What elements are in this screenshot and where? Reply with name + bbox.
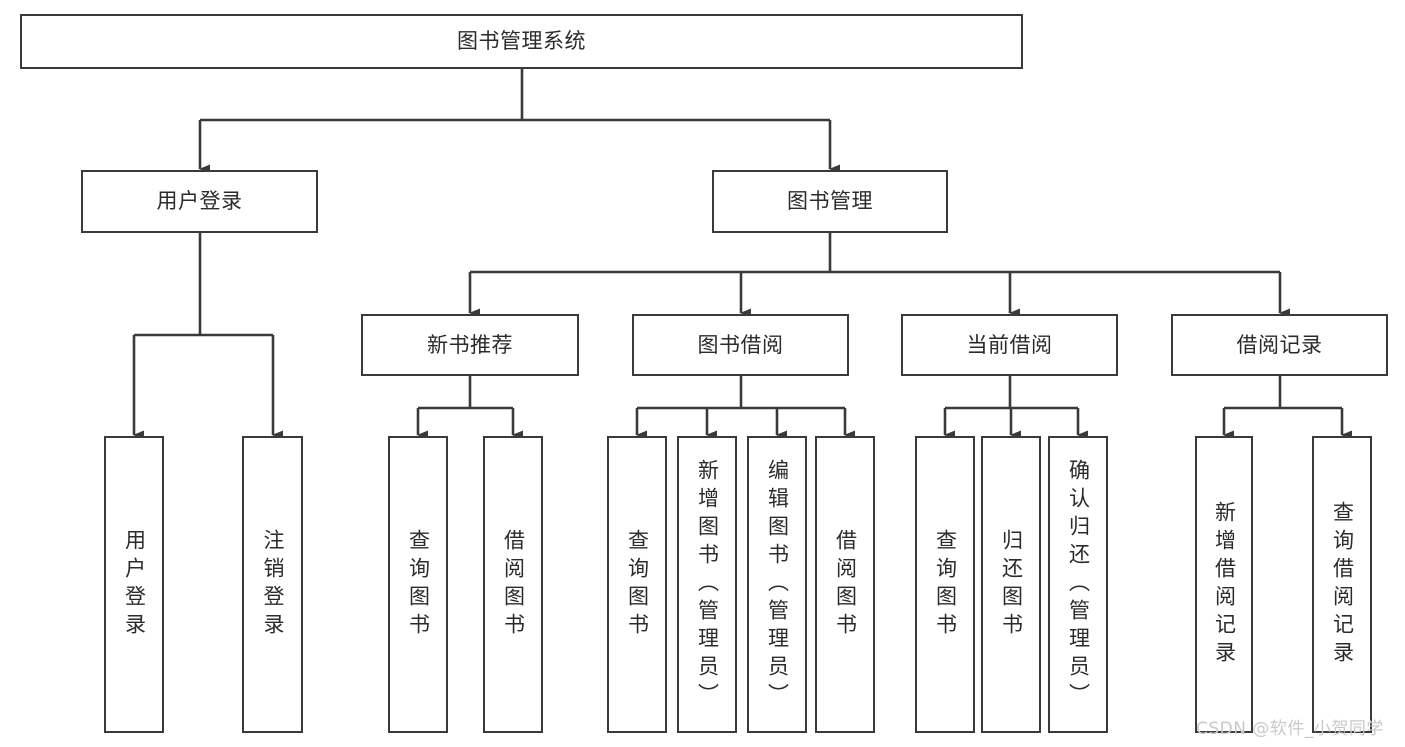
- node-bookmgmt[interactable]: 图书管理: [712, 170, 948, 233]
- node-leaf-bw-edit[interactable]: 编辑图书（管理员）: [747, 436, 807, 733]
- node-label: 当前借阅: [966, 332, 1053, 357]
- node-label: 查询图书: [933, 528, 958, 641]
- node-label: 注销登录: [261, 528, 285, 641]
- node-label: 确认归还（管理员）: [1066, 458, 1091, 711]
- node-label: 借阅图书: [501, 528, 526, 641]
- node-leaf-rec-query[interactable]: 查询借阅记录: [1312, 436, 1372, 733]
- node-borrow[interactable]: 图书借阅: [632, 314, 849, 376]
- node-leaf-bw-borrow[interactable]: 借阅图书: [815, 436, 875, 733]
- node-leaf-user-login[interactable]: 用户登录: [104, 436, 164, 733]
- node-label: 归还图书: [999, 528, 1024, 641]
- node-leaf-cur-confirm[interactable]: 确认归还（管理员）: [1048, 436, 1108, 733]
- node-leaf-logout[interactable]: 注销登录: [242, 436, 303, 733]
- node-label: 用户登录: [122, 528, 147, 641]
- node-label: 图书借阅: [697, 332, 784, 357]
- node-leaf-cur-return[interactable]: 归还图书: [981, 436, 1041, 733]
- node-label: 图书管理: [787, 189, 873, 214]
- node-label: 借阅记录: [1236, 332, 1323, 357]
- node-label: 新增借阅记录: [1212, 500, 1237, 669]
- node-leaf-nb-query[interactable]: 查询图书: [388, 436, 448, 733]
- node-label: 借阅图书: [833, 528, 858, 641]
- node-record[interactable]: 借阅记录: [1171, 314, 1388, 376]
- node-root[interactable]: 图书管理系统: [20, 14, 1023, 69]
- node-label: 编辑图书（管理员）: [765, 458, 790, 711]
- node-label: 用户登录: [156, 189, 243, 214]
- node-leaf-nb-borrow[interactable]: 借阅图书: [483, 436, 543, 733]
- node-label: 查询图书: [406, 528, 431, 641]
- node-label: 查询借阅记录: [1330, 500, 1355, 669]
- node-leaf-rec-add[interactable]: 新增借阅记录: [1195, 436, 1253, 733]
- node-leaf-bw-add[interactable]: 新增图书（管理员）: [677, 436, 737, 733]
- node-label: 图书管理系统: [457, 29, 586, 54]
- node-label: 新增图书（管理员）: [695, 458, 720, 711]
- node-leaf-cur-query[interactable]: 查询图书: [915, 436, 975, 733]
- node-newbook[interactable]: 新书推荐: [361, 314, 579, 376]
- node-login[interactable]: 用户登录: [81, 170, 318, 233]
- node-current[interactable]: 当前借阅: [901, 314, 1118, 376]
- node-label: 新书推荐: [427, 332, 513, 357]
- node-leaf-bw-query[interactable]: 查询图书: [607, 436, 667, 733]
- node-label: 查询图书: [625, 528, 650, 641]
